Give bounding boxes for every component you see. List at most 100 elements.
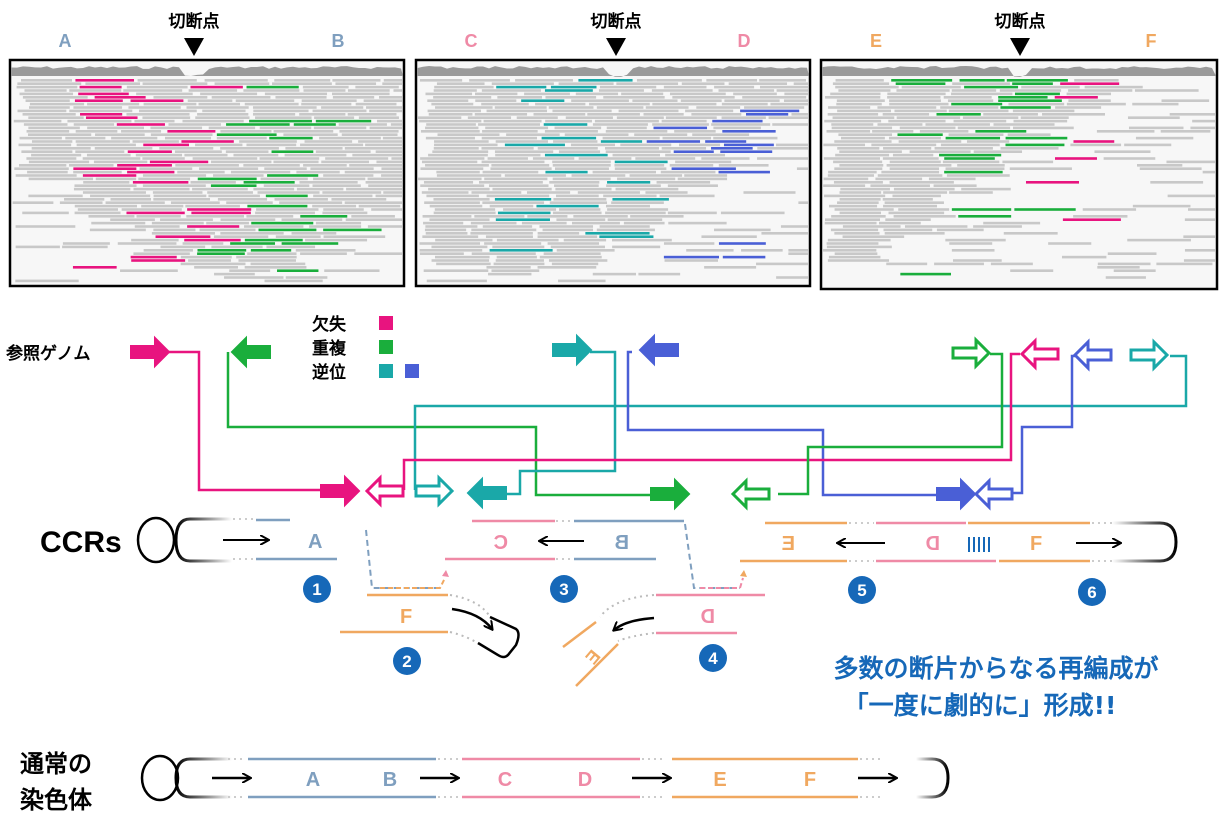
read bbox=[151, 232, 216, 235]
read bbox=[321, 160, 370, 164]
discordant-read bbox=[897, 133, 943, 136]
read bbox=[886, 164, 952, 167]
read bbox=[733, 92, 777, 96]
read bbox=[437, 133, 500, 136]
read bbox=[578, 157, 632, 160]
read bbox=[537, 266, 597, 269]
read bbox=[539, 255, 602, 259]
read bbox=[159, 147, 214, 150]
legend-label-duplication: 重複 bbox=[312, 338, 347, 359]
read bbox=[252, 113, 296, 116]
read bbox=[426, 194, 479, 198]
read bbox=[367, 177, 402, 181]
read bbox=[230, 170, 291, 174]
read bbox=[421, 191, 469, 194]
discordant-read bbox=[544, 89, 593, 92]
read bbox=[674, 130, 716, 133]
read bbox=[524, 92, 570, 96]
read bbox=[934, 147, 993, 150]
read bbox=[1013, 119, 1068, 123]
legend-label-inversion: 逆位 bbox=[312, 362, 346, 383]
read bbox=[667, 211, 717, 215]
read bbox=[893, 215, 956, 218]
read bbox=[471, 252, 536, 255]
read bbox=[341, 133, 398, 136]
panel-right-label: F bbox=[1146, 31, 1157, 51]
read bbox=[344, 201, 402, 204]
read bbox=[73, 106, 123, 109]
read bbox=[236, 255, 297, 259]
read bbox=[645, 191, 688, 194]
read bbox=[892, 194, 941, 198]
read bbox=[95, 133, 145, 136]
read bbox=[393, 89, 402, 92]
read bbox=[621, 92, 664, 96]
read bbox=[605, 211, 666, 215]
read bbox=[253, 109, 309, 113]
read bbox=[669, 164, 714, 167]
read bbox=[829, 204, 878, 208]
read bbox=[436, 262, 491, 266]
discordant-read bbox=[745, 113, 789, 116]
read bbox=[704, 266, 757, 269]
discordant-read bbox=[497, 211, 551, 215]
discordant-read bbox=[543, 123, 588, 126]
read bbox=[552, 109, 612, 113]
read bbox=[503, 208, 557, 211]
read bbox=[772, 123, 808, 126]
read bbox=[22, 211, 69, 215]
read bbox=[883, 147, 932, 150]
read bbox=[632, 99, 678, 102]
ref-arrow-duplication-hollow bbox=[951, 336, 992, 370]
read bbox=[235, 99, 295, 102]
read bbox=[491, 164, 550, 167]
read bbox=[552, 164, 611, 167]
read bbox=[87, 102, 140, 106]
read bbox=[420, 157, 485, 160]
read bbox=[554, 126, 602, 130]
read bbox=[553, 198, 607, 201]
discordant-read bbox=[944, 170, 1003, 174]
discordant-read bbox=[705, 140, 747, 143]
read bbox=[428, 153, 488, 157]
discordant-read bbox=[117, 164, 172, 167]
read bbox=[433, 89, 477, 92]
read bbox=[192, 187, 248, 191]
read bbox=[301, 102, 352, 106]
read bbox=[324, 269, 380, 272]
read bbox=[896, 89, 950, 92]
read bbox=[899, 126, 956, 130]
read bbox=[594, 119, 659, 123]
read bbox=[1156, 262, 1213, 266]
read bbox=[29, 102, 85, 106]
read bbox=[889, 102, 949, 106]
read bbox=[93, 160, 148, 164]
read bbox=[433, 147, 479, 150]
read bbox=[436, 170, 480, 174]
read bbox=[842, 225, 901, 228]
connector-inversion-teal-1 bbox=[413, 354, 1188, 490]
read bbox=[253, 187, 295, 191]
read bbox=[889, 181, 954, 184]
read bbox=[521, 221, 567, 225]
read bbox=[22, 113, 76, 116]
read bbox=[423, 181, 474, 184]
discordant-read bbox=[246, 85, 299, 89]
discordant-read bbox=[718, 242, 766, 245]
read bbox=[1055, 106, 1102, 109]
read bbox=[492, 245, 545, 249]
read bbox=[132, 140, 179, 143]
discordant-read bbox=[130, 99, 184, 102]
read bbox=[382, 82, 402, 85]
discordant-read bbox=[267, 174, 319, 177]
discordant-read bbox=[127, 150, 172, 153]
read bbox=[1007, 133, 1051, 136]
read bbox=[332, 79, 381, 82]
ccr-arrow-inversion-teal bbox=[466, 476, 507, 510]
read bbox=[304, 140, 353, 143]
read bbox=[255, 116, 312, 119]
read bbox=[133, 252, 190, 255]
read bbox=[436, 82, 485, 85]
read bbox=[180, 255, 232, 259]
